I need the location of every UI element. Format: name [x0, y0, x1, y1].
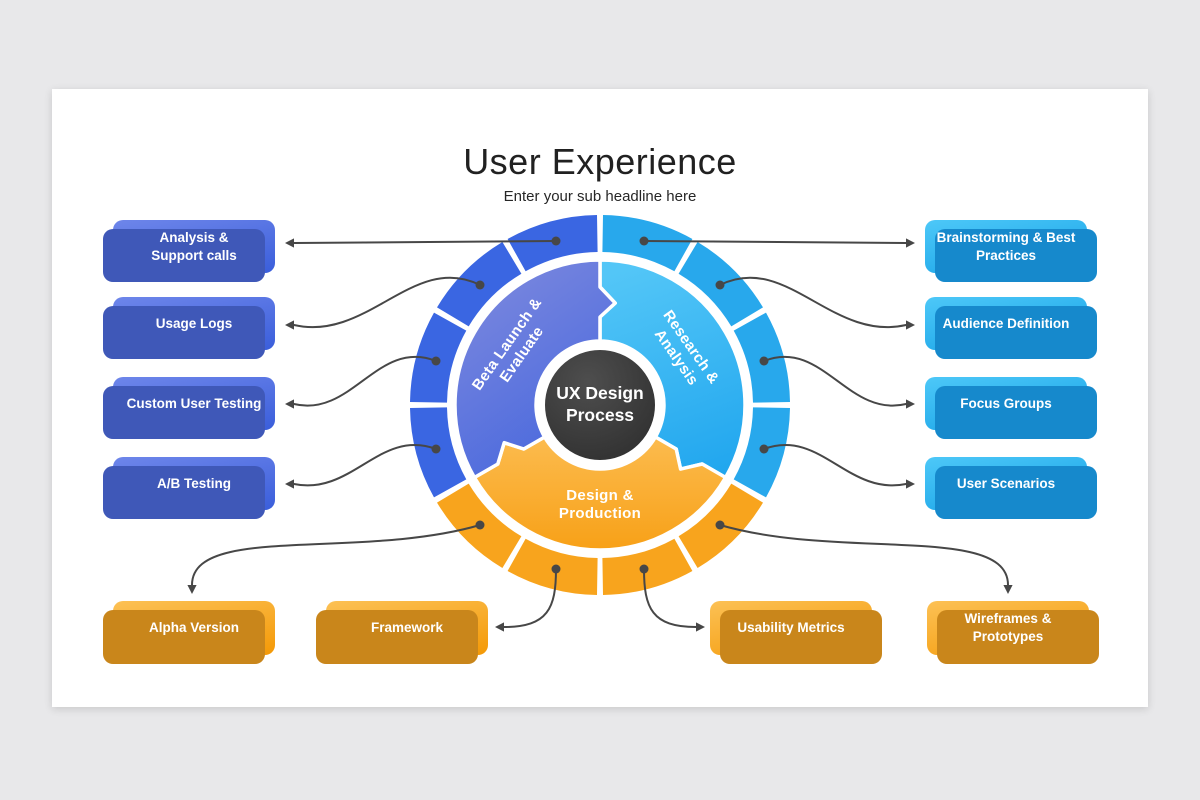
node-label: Alpha Version	[148, 620, 240, 636]
node-ab-testing[interactable]: A/B Testing	[113, 457, 275, 510]
node-label: Usage Logs	[155, 315, 233, 331]
segment-beta-launch-evaluate[interactable]	[453, 258, 617, 480]
node-focus-groups[interactable]: Focus Groups	[925, 377, 1087, 430]
node-usage-logs[interactable]: Usage Logs	[113, 297, 275, 350]
node-label: Focus Groups	[960, 395, 1052, 411]
node-label: Wireframes & Prototypes	[964, 611, 1052, 644]
node-label: A/B Testing	[157, 475, 231, 491]
node-label: User Scenarios	[956, 475, 1056, 491]
node-framework[interactable]: Framework	[326, 601, 488, 655]
node-label: Framework	[370, 620, 444, 636]
node-label: Usability Metrics	[737, 620, 845, 636]
page-subtitle: Enter your sub headline here	[503, 188, 697, 205]
node-brainstorming-best-practices[interactable]: Brainstorming & Best Practices	[925, 220, 1087, 273]
center-circle[interactable]	[541, 346, 659, 464]
node-label: Audience Definition	[942, 315, 1070, 331]
node-label: Analysis & Support calls	[151, 229, 237, 263]
node-wireframes-prototypes[interactable]: Wireframes & Prototypes	[927, 601, 1089, 655]
page-title: User Experience	[463, 141, 737, 183]
node-analysis-support-calls[interactable]: Analysis & Support calls	[113, 220, 275, 273]
node-usability-metrics[interactable]: Usability Metrics	[710, 601, 872, 655]
node-user-scenarios[interactable]: User Scenarios	[925, 457, 1087, 510]
node-audience-definition[interactable]: Audience Definition	[925, 297, 1087, 350]
node-label: Custom User Testing	[126, 395, 262, 411]
node-label: Brainstorming & Best Practices	[936, 229, 1076, 263]
node-custom-user-testing[interactable]: Custom User Testing	[113, 377, 275, 430]
node-alpha-version[interactable]: Alpha Version	[113, 601, 275, 655]
